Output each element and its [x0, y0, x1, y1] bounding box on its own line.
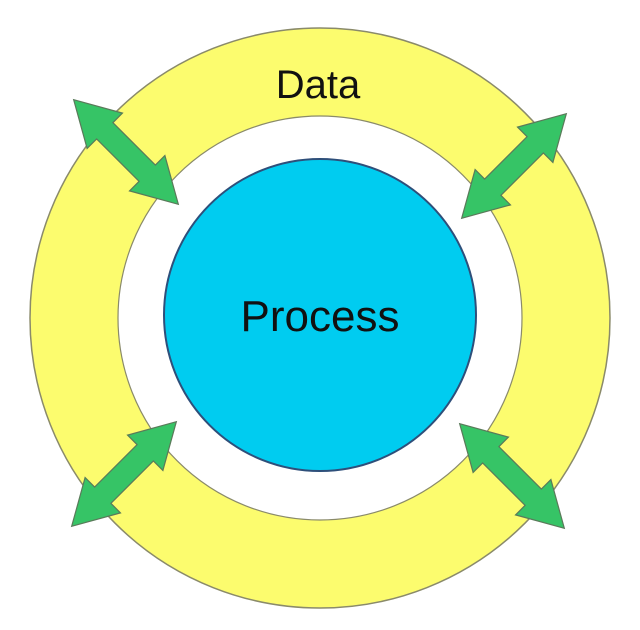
arrow-top-left: [72, 98, 180, 206]
process-label: Process: [241, 292, 400, 341]
process-circle: [163, 158, 477, 472]
arrow-bottom-left: [70, 420, 178, 528]
data-label: Data: [276, 63, 361, 107]
arrow-bottom-right: [458, 422, 566, 530]
arrow-top-right: [460, 112, 568, 220]
arrows-group: [70, 98, 568, 530]
